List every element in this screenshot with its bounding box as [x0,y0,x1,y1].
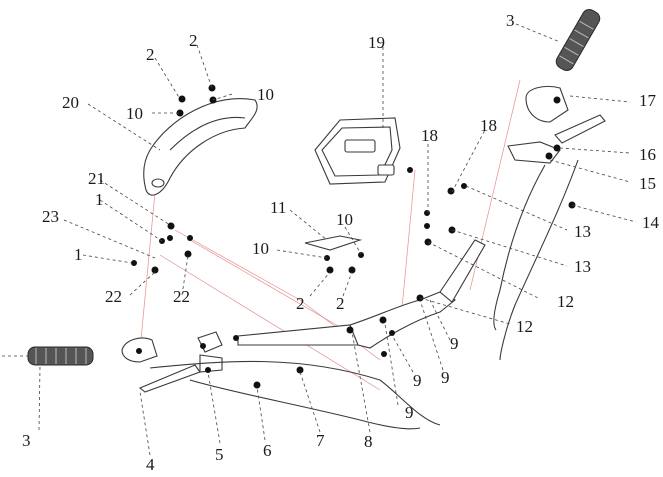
callout-11: 11 [270,198,286,217]
callout-2: 2 [146,45,155,64]
speedometer-part [314,117,401,185]
callout-9: 9 [441,368,450,387]
callout-8: 8 [364,432,373,451]
callout-2: 2 [336,294,345,313]
callout-18: 18 [480,116,497,135]
fasteners [131,84,576,389]
callout-10: 10 [126,104,143,123]
callout-12: 12 [516,317,533,336]
callout-labels: 3 17 16 15 14 13 13 12 12 18 18 19 20 2 … [22,11,660,474]
callout-4: 4 [146,455,155,474]
callout-17: 17 [639,91,657,110]
callout-16: 16 [639,145,656,164]
headlight-cover-part [143,98,258,196]
callout-9: 9 [450,334,459,353]
callout-9: 9 [413,371,422,390]
callout-2: 2 [296,294,305,313]
callout-5: 5 [215,445,224,464]
leader-lines [38,23,637,456]
callout-1: 1 [74,245,83,264]
right-switch-part [525,85,569,123]
callout-22: 22 [173,287,190,306]
callout-6: 6 [263,441,272,460]
callout-10: 10 [257,85,274,104]
callout-10: 10 [252,239,269,258]
callout-23: 23 [42,207,59,226]
callout-20: 20 [62,93,79,112]
control-cables [149,159,579,430]
mount-bracket-part [304,235,363,251]
callout-9: 9 [405,403,414,422]
callout-3: 3 [22,431,31,450]
callout-22: 22 [105,287,122,306]
callout-7: 7 [316,431,325,450]
callout-13: 13 [574,257,591,276]
callout-21: 21 [88,169,105,188]
callout-19: 19 [368,33,385,52]
callout-18: 18 [421,126,438,145]
lever-clamp-part [197,331,223,373]
callout-3: 3 [506,11,515,30]
left-grip-part [2,346,94,366]
handlebar-part [237,239,486,349]
callout-2: 2 [189,31,198,50]
callout-12: 12 [557,292,574,311]
right-grip-part [555,8,601,72]
callout-1: 1 [95,190,104,209]
callout-13: 13 [574,222,591,241]
callout-14: 14 [642,213,660,232]
brake-lever-part [507,114,606,164]
callout-10: 10 [336,210,353,229]
callout-15: 15 [639,174,656,193]
